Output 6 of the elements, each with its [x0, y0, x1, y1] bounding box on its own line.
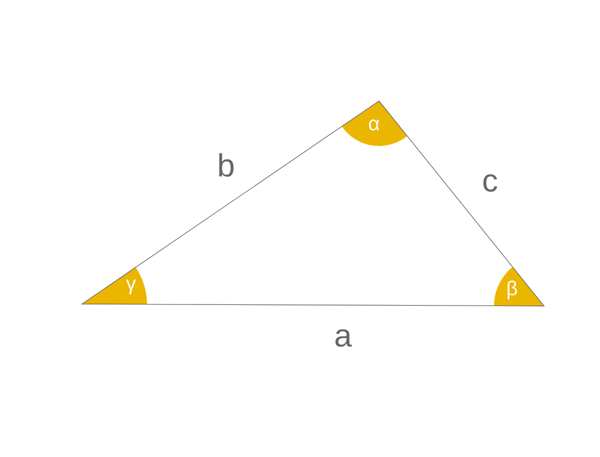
- angle-label: γ: [126, 280, 136, 294]
- angle-label: α: [369, 120, 380, 130]
- side-label: a: [335, 329, 352, 347]
- angle-label: β: [508, 280, 517, 300]
- side-label: b: [219, 153, 234, 177]
- side-label: c: [483, 174, 498, 192]
